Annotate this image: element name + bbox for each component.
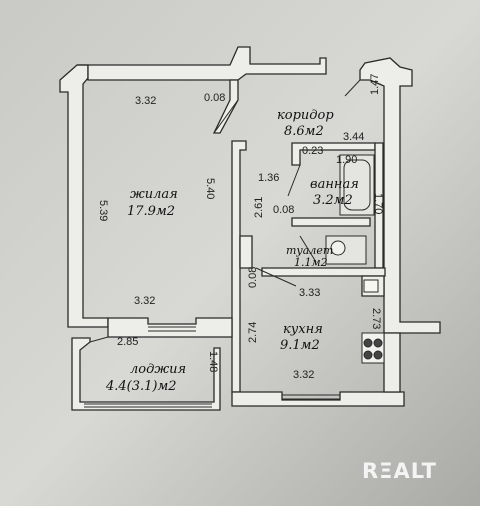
room-living-name: жилая — [130, 187, 178, 202]
dim-kitchen-wall: 0.08 — [247, 267, 259, 288]
room-loggia-name: лоджия — [130, 362, 186, 377]
door-toilet — [299, 235, 317, 263]
dim-living-gap: 0.08 — [204, 92, 225, 104]
dim-kitchen-left: 2.74 — [247, 322, 259, 343]
room-toilet-area: 1.1м2 — [294, 256, 328, 269]
fixtures — [325, 154, 385, 364]
dim-corridor-width: 3.44 — [343, 131, 364, 143]
door-entrance — [344, 79, 361, 97]
stove-burner — [363, 350, 373, 360]
dim-hall-len: 2.61 — [253, 197, 265, 218]
room-living-area: 17.9м2 — [127, 204, 175, 219]
stove-burner — [363, 338, 373, 348]
wall-corridor-left — [231, 140, 247, 393]
wall-living-top — [77, 46, 327, 81]
dim-kitchen-bottom: 3.32 — [293, 369, 314, 381]
dim-bath-height: 1.70 — [372, 193, 384, 214]
door-loggia — [89, 336, 109, 343]
room-corridor-area: 8.6м2 — [284, 124, 324, 139]
toilet-bowl — [330, 240, 346, 256]
dim-living-bottom: 3.32 — [134, 295, 155, 307]
room-bath-name: ванная — [310, 177, 359, 192]
wall-living-right — [212, 79, 239, 134]
bathtub — [339, 154, 375, 216]
door-lines — [89, 79, 361, 343]
dim-living-left: 5.39 — [97, 200, 109, 221]
dim-living-right: 5.40 — [204, 178, 216, 199]
dim-bath-left: 1.36 — [258, 172, 279, 184]
wall-right-outer — [359, 57, 441, 334]
stove-burner — [373, 350, 383, 360]
door-bath — [287, 164, 301, 197]
wall-kitchen-right — [383, 332, 401, 393]
wall-loggia — [71, 337, 221, 411]
dimension-labels: 3.32 0.08 5.39 5.40 3.32 1.47 3.44 0.23 … — [97, 74, 384, 381]
door-kitchen — [255, 267, 297, 287]
room-corridor-name: коридор — [277, 108, 334, 123]
room-kitchen-name: кухня — [283, 322, 323, 337]
door-living — [213, 99, 239, 134]
room-labels: жилая 17.9м2 коридор 8.6м2 ванная 3.2м2 … — [105, 108, 359, 394]
room-loggia-area: 4.4(3.1)м2 — [105, 379, 177, 394]
dim-loggia-width: 2.85 — [117, 336, 138, 348]
wall-bath-bottom — [291, 217, 371, 227]
dim-corridor-side: 1.47 — [369, 74, 381, 95]
dim-bath-wall-top: 0.23 — [302, 145, 323, 157]
walls — [59, 46, 441, 411]
wall-living-bottom — [107, 317, 233, 338]
dim-kitchen-top: 3.33 — [299, 287, 320, 299]
room-bath-area: 3.2м2 — [313, 193, 353, 208]
dim-kitchen-right: 2.73 — [370, 308, 382, 329]
room-kitchen-area: 9.1м2 — [280, 338, 320, 353]
windows — [84, 326, 340, 408]
wall-hall-stub — [239, 235, 253, 269]
room-toilet-name: туалет — [286, 244, 333, 257]
watermark-logo: RΞALT — [362, 459, 437, 483]
wall-toilet-bottom — [261, 267, 386, 277]
vent-shaft — [363, 279, 379, 293]
dim-bath-width: 1.90 — [336, 154, 357, 166]
dim-loggia-height: 1.48 — [207, 351, 219, 372]
stove-burner — [373, 338, 383, 348]
dim-living-top: 3.32 — [135, 95, 156, 107]
dim-hall-wall: 0.08 — [273, 204, 294, 216]
